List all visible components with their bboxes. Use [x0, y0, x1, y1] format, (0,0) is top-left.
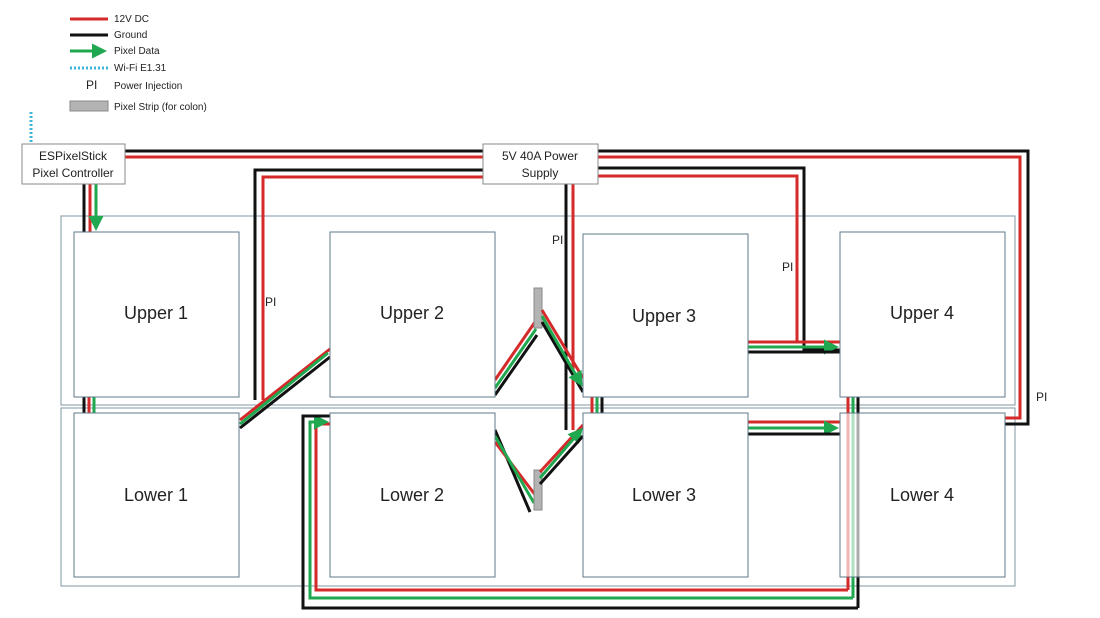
panel-upper-1: Upper 1 — [73, 231, 240, 398]
upper3-to-lower3 — [590, 396, 604, 413]
lower1-to-upper2 — [239, 347, 331, 430]
upper3-to-upper4 — [748, 339, 840, 355]
lower-frame — [60, 407, 1016, 587]
lower4-loop-to-lower2 — [301, 414, 858, 610]
pi-label-right: PI — [1036, 390, 1047, 404]
colon-to-lower3 — [538, 423, 585, 486]
legend: 12V DC Ground Pixel Data Wi-Fi E1.31 PI … — [69, 14, 207, 113]
legend-strip-label: Pixel Strip (for colon) — [114, 102, 207, 113]
panel-upper-3-label: Upper 3 — [632, 306, 696, 326]
power-supply-line1: 5V 40A Power — [502, 149, 578, 163]
power-supply: 5V 40A Power Supply — [482, 143, 599, 185]
pi-label-upper4: PI — [782, 260, 793, 274]
colon-strip-lower — [533, 469, 543, 511]
panel-upper-1-label: Upper 1 — [124, 303, 188, 323]
controller-to-upper1 — [82, 184, 104, 232]
panel-lower-2: Lower 2 — [329, 412, 496, 578]
legend-wifi-label: Wi-Fi E1.31 — [114, 63, 167, 74]
supply-to-left-run — [253, 168, 483, 400]
panel-upper-3: Upper 3 — [582, 233, 749, 398]
pi-label-left: PI — [265, 295, 276, 309]
legend-strip-swatch — [69, 100, 109, 112]
pi-label-supply: PI — [552, 233, 563, 247]
lower3-to-lower4 — [748, 420, 840, 436]
legend-ground-label: Ground — [114, 30, 147, 41]
power-supply-line2: Supply — [522, 166, 559, 180]
panel-upper-4: Upper 4 — [839, 231, 1006, 398]
supply-down-run — [564, 184, 575, 430]
panel-upper-2: Upper 2 — [329, 231, 496, 398]
legend-data-label: Pixel Data — [114, 46, 160, 57]
legend-power-label: 12V DC — [114, 14, 149, 25]
legend-pi-label: Power Injection — [114, 81, 182, 92]
panel-lower-4-label: Lower 4 — [890, 485, 954, 505]
upper2-to-colon — [493, 321, 539, 396]
upper1-to-lower1 — [82, 396, 96, 413]
controller-line1: ESPixelStick — [39, 149, 108, 163]
panel-lower-1: Lower 1 — [73, 412, 240, 578]
lower2-to-colon — [493, 429, 538, 513]
panel-lower-4: Lower 4 — [839, 412, 1006, 578]
upper-frame — [60, 215, 1016, 406]
panel-lower-2-label: Lower 2 — [380, 485, 444, 505]
panel-upper-4-label: Upper 4 — [890, 303, 954, 323]
panel-lower-1-label: Lower 1 — [124, 485, 188, 505]
lower4-wire-overlay — [846, 413, 860, 577]
colon-to-upper3 — [540, 309, 585, 393]
colon-strip-upper — [533, 287, 543, 329]
pixel-controller: ESPixelStick Pixel Controller — [21, 143, 126, 185]
panel-lower-3: Lower 3 — [582, 412, 749, 578]
controller-line2: Pixel Controller — [32, 166, 113, 180]
panel-lower-3-label: Lower 3 — [632, 485, 696, 505]
legend-pi-abbrev: PI — [86, 78, 97, 92]
panel-upper-2-label: Upper 2 — [380, 303, 444, 323]
